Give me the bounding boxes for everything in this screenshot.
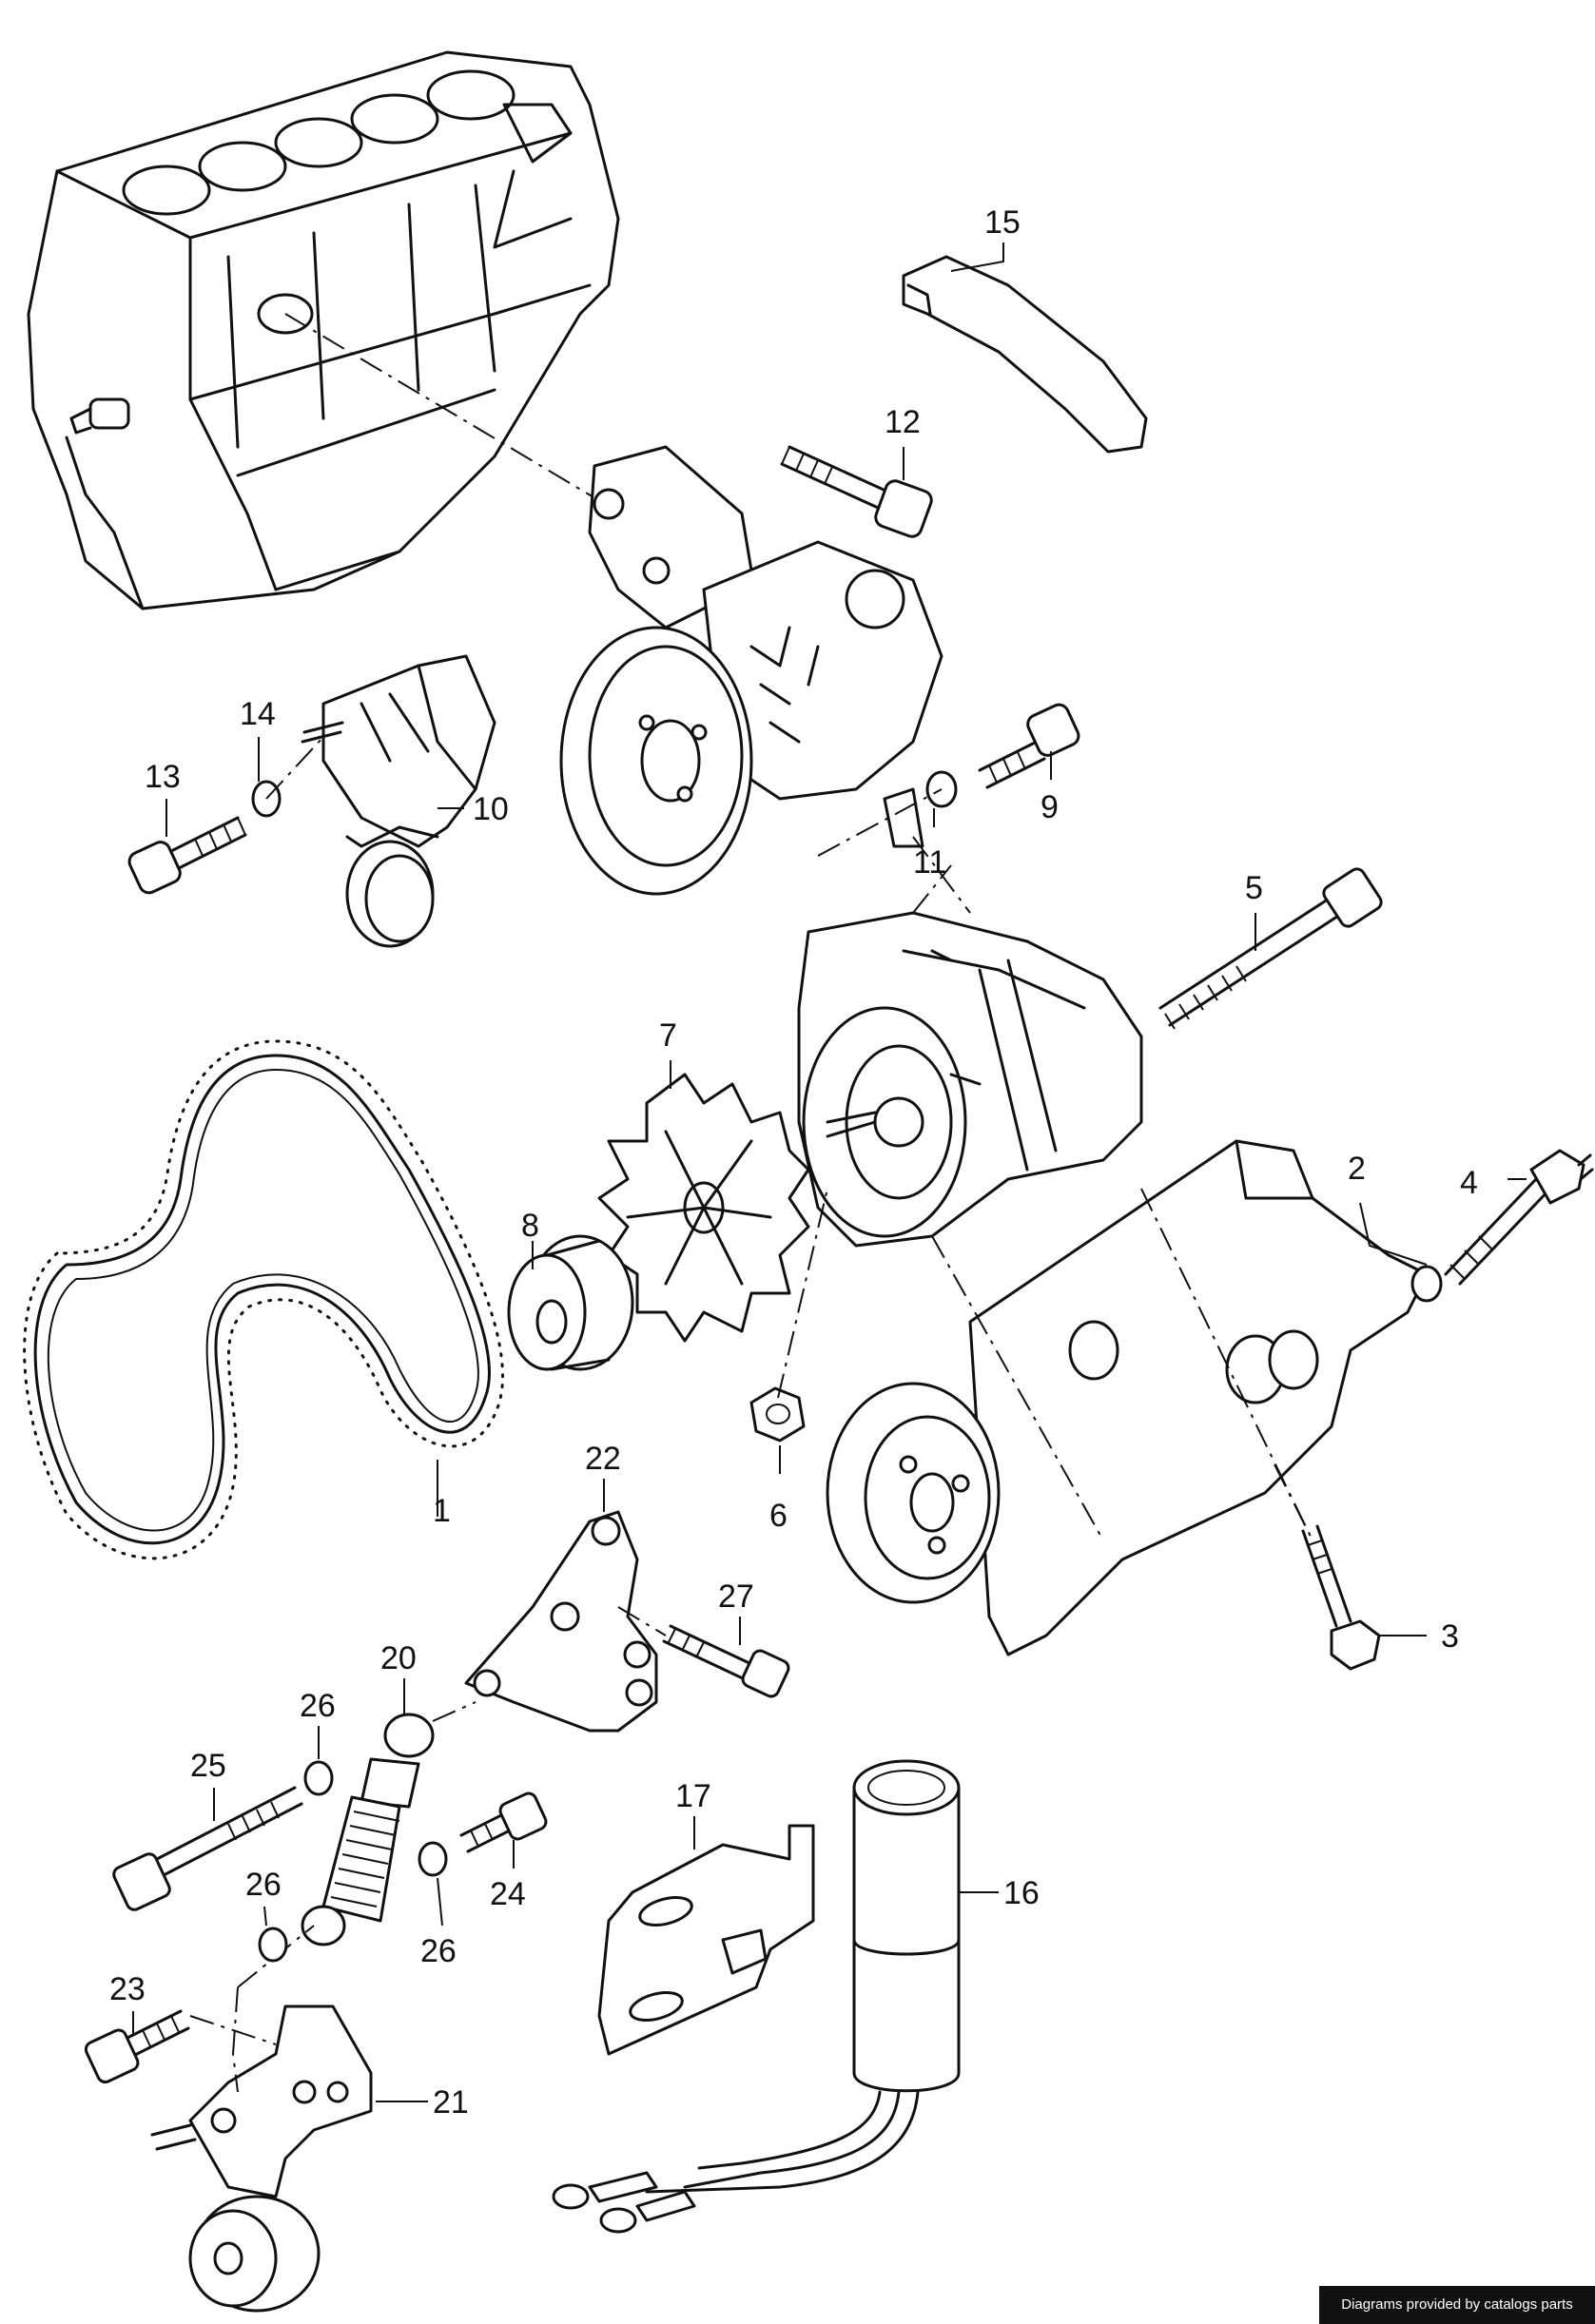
callout-3: 3 xyxy=(1441,1618,1459,1655)
leader-lines xyxy=(132,242,1527,2102)
bolt-12 xyxy=(780,445,933,538)
callout-24: 24 xyxy=(490,1876,526,1912)
credit-badge: Diagrams provided by catalogs parts xyxy=(1319,2286,1595,2324)
stud-4 xyxy=(1444,1149,1594,1286)
bolt-9 xyxy=(978,703,1080,789)
bolt-25 xyxy=(112,1786,303,1911)
callout-6: 6 xyxy=(769,1498,788,1534)
nut-6 xyxy=(749,1386,806,1443)
washer-26-lower xyxy=(258,1927,288,1963)
bolt-23 xyxy=(84,2009,190,2084)
bracket-17 xyxy=(597,1824,815,2056)
tensioner-10 xyxy=(301,654,496,948)
alternator xyxy=(797,911,1143,1248)
tensioner-21 xyxy=(150,2004,373,2313)
callout-17: 17 xyxy=(675,1778,711,1814)
bolt-5 xyxy=(1158,867,1383,1030)
centerline xyxy=(284,313,686,552)
callout-21: 21 xyxy=(433,2084,469,2121)
bracket-22 xyxy=(464,1510,658,1733)
fan-7 xyxy=(597,1073,810,1343)
callout-23: 23 xyxy=(109,1971,146,2007)
callout-14: 14 xyxy=(240,696,276,732)
callout-26-right: 26 xyxy=(420,1933,457,1969)
bolt-24 xyxy=(459,1791,548,1853)
washer-26-upper xyxy=(303,1760,334,1796)
callout-13: 13 xyxy=(145,759,181,795)
callout-7: 7 xyxy=(659,1017,677,1054)
callout-12: 12 xyxy=(885,404,921,440)
callout-25: 25 xyxy=(190,1748,226,1784)
pulley-8 xyxy=(507,1234,634,1371)
callout-11: 11 xyxy=(913,844,946,881)
damper-20 xyxy=(301,1713,435,1946)
callout-22: 22 xyxy=(585,1441,621,1477)
power-steering-pump xyxy=(559,445,943,896)
callout-8: 8 xyxy=(521,1208,539,1244)
engine-block xyxy=(27,50,620,610)
callout-2: 2 xyxy=(1348,1151,1366,1187)
component-16 xyxy=(552,1759,961,2234)
washer-26-right xyxy=(418,1841,448,1877)
callout-15: 15 xyxy=(984,204,1021,241)
belt-1 xyxy=(23,1039,504,1560)
callout-9: 9 xyxy=(1041,789,1059,825)
callout-27: 27 xyxy=(718,1578,754,1615)
callout-labels: 1 2 3 4 5 6 7 8 9 10 11 12 13 14 15 16 1… xyxy=(109,204,1478,2121)
callout-4: 4 xyxy=(1460,1165,1478,1201)
bracket-2 xyxy=(968,1139,1443,1656)
callout-26-upper: 26 xyxy=(300,1688,336,1724)
bolt-27 xyxy=(662,1624,790,1698)
callout-16: 16 xyxy=(1003,1875,1040,1911)
bolt-3 xyxy=(1301,1524,1381,1671)
belt-guard xyxy=(902,255,1148,454)
callout-26-lower: 26 xyxy=(245,1867,282,1903)
bolt-13 xyxy=(127,816,247,895)
callout-20: 20 xyxy=(380,1640,417,1676)
callout-1: 1 xyxy=(433,1493,451,1529)
callout-10: 10 xyxy=(473,791,509,827)
callout-5: 5 xyxy=(1245,870,1263,906)
ac-compressor xyxy=(826,1382,1001,1604)
